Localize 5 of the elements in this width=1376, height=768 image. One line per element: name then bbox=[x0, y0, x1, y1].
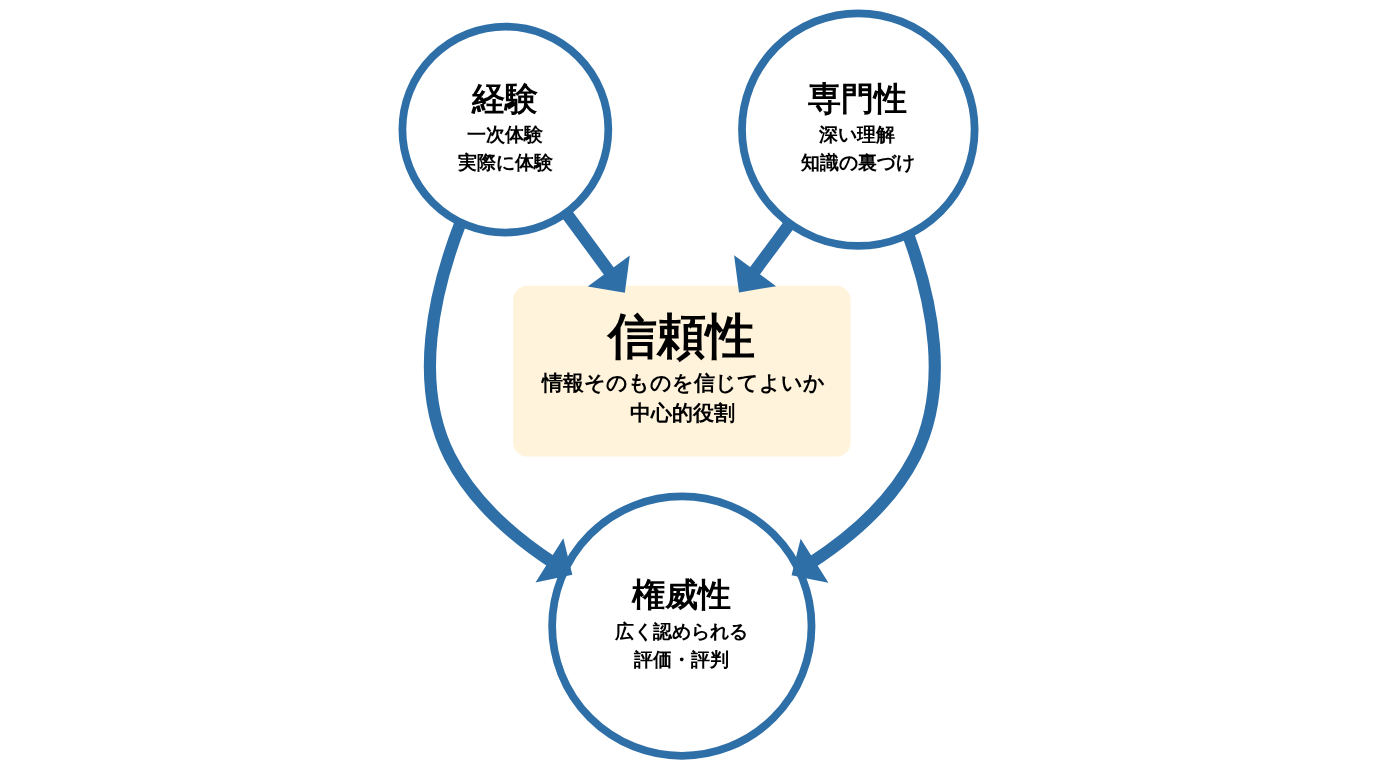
node-box: 信頼性 情報そのものを信じてよいか 中心的役割 bbox=[512, 285, 851, 457]
node-circle: 経験 一次体験 実際に体験 bbox=[398, 22, 612, 236]
arrow bbox=[791, 232, 941, 583]
node-circle: 専門性 深い理解 知識の裏づけ bbox=[737, 8, 978, 250]
node-circle: 権威性 広く認められる 評価・評判 bbox=[547, 492, 815, 760]
